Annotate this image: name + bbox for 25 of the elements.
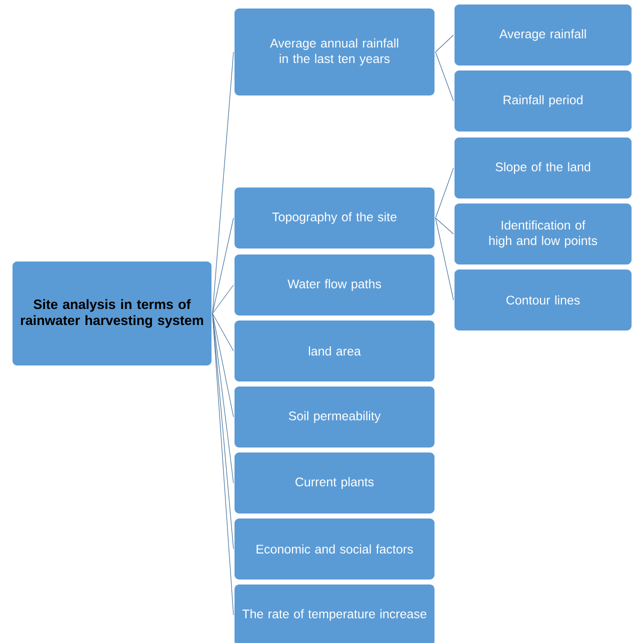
- connector-line: [435, 218, 454, 234]
- topic-box: Contour lines: [454, 268, 632, 332]
- connector-line: [435, 34, 454, 52]
- connector-line: [435, 218, 454, 300]
- topic-box: Soil permeability: [234, 386, 436, 448]
- root-box: Site analysis in terms of rainwater harvesting system: [12, 260, 212, 366]
- topic-box: land area: [234, 320, 436, 382]
- topic-box: Economic and social factors: [234, 518, 436, 580]
- connector-line: [212, 313, 234, 352]
- connector-line: [435, 52, 454, 102]
- topic-box: Average annual rainfall in the last ten years: [234, 8, 436, 96]
- topic-box: Water flow paths: [234, 254, 436, 316]
- topic-box: Topography of the site: [234, 186, 436, 250]
- topic-box: Current plants: [234, 452, 436, 514]
- topic-box: The rate of temperature increase: [234, 584, 436, 643]
- topic-box: Identification of high and low points: [454, 202, 632, 266]
- topic-box: Slope of the land: [454, 136, 632, 200]
- connector-line: [435, 168, 454, 218]
- connector-line: [212, 284, 234, 314]
- connector-line: [212, 52, 234, 314]
- connector-line: [212, 218, 234, 314]
- topic-box: Average rainfall: [454, 4, 632, 66]
- topic-box: Rainfall period: [454, 70, 632, 132]
- connector-line: [212, 313, 234, 616]
- connector-line: [212, 313, 234, 418]
